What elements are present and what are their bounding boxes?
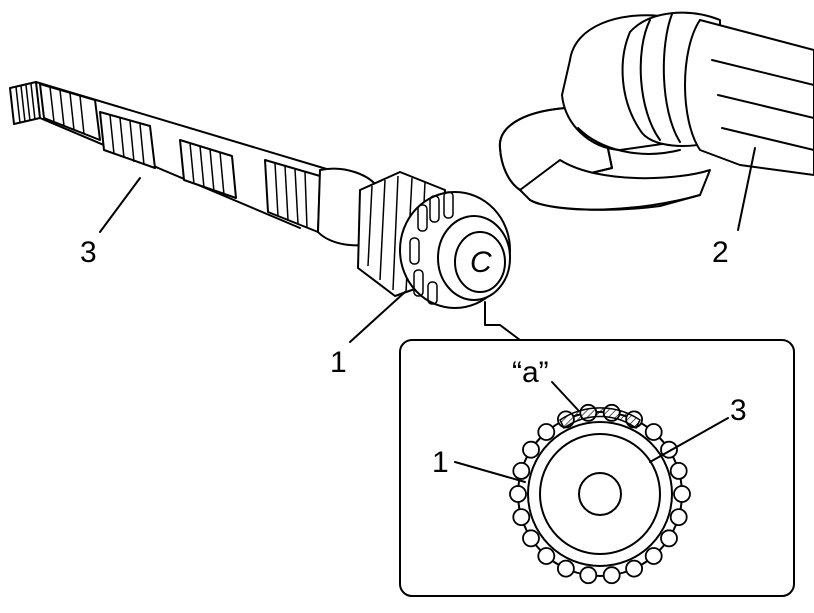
bearing-roller (537, 423, 556, 441)
bearing-roller (579, 566, 598, 585)
bearing-roller (644, 423, 663, 441)
bearing-roller (522, 440, 540, 459)
bearing-roller (509, 485, 527, 503)
callout-grinder: 2 (712, 236, 729, 269)
bearing-roller (669, 508, 688, 526)
bearing-roller (512, 461, 531, 480)
bearing-roller (557, 559, 575, 578)
callout-shaft-main: 3 (80, 236, 97, 269)
bearing-roller (602, 566, 621, 585)
shaft-icon (9, 81, 381, 247)
bearing-roller (644, 547, 663, 565)
emblem-letter: C (470, 246, 492, 279)
bearing-roller (660, 529, 678, 548)
bearing-roller (669, 461, 688, 480)
bearing-roller (512, 508, 531, 526)
gear-icon (357, 171, 511, 309)
bearing-roller (537, 547, 556, 565)
callout-shaft-detail: 3 (730, 394, 747, 427)
bearing-roller (673, 485, 691, 503)
bearing-roller (522, 529, 540, 548)
detail-inset (399, 339, 795, 597)
grinder-icon (498, 11, 814, 211)
callout-gear-detail: 1 (432, 446, 449, 479)
callout-gear-main: 1 (330, 346, 347, 379)
bearing-roller (625, 559, 643, 578)
callout-area-a: “a” (512, 356, 549, 389)
